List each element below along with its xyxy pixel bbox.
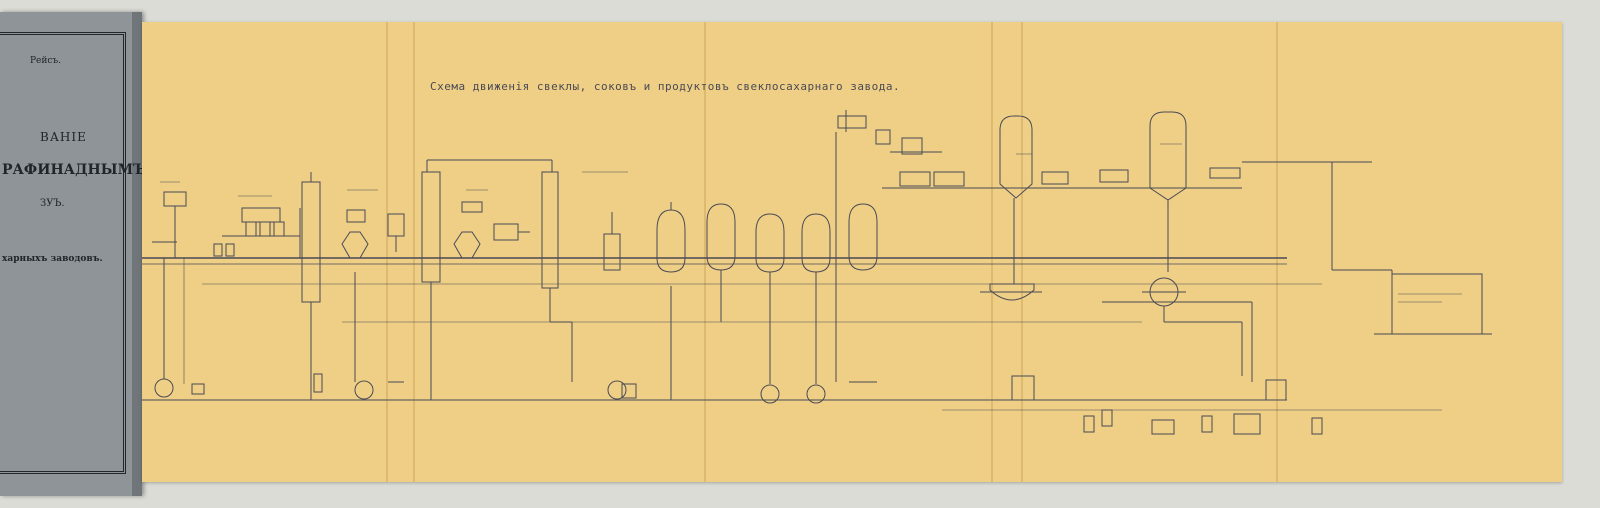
pump-box-left (191, 383, 205, 395)
factory-flow-diagram (142, 22, 1492, 482)
pump-left-1 (154, 258, 174, 398)
tank-mid-2 (933, 171, 965, 187)
centrifuge-group (1011, 375, 1323, 435)
book-title-line1: ВАНІЕ (40, 130, 87, 144)
vacuum-pan-2 (1149, 111, 1187, 272)
filter-press-1 (493, 223, 530, 241)
diagram-sheet (142, 22, 1562, 482)
book-title-line3: ЗУЪ. (40, 198, 65, 209)
tank-top-3 (901, 137, 923, 155)
tank-right-3 (1209, 167, 1241, 179)
evaporator-5 (848, 203, 878, 383)
evaporator-3 (755, 213, 785, 404)
tank-top-2 (875, 129, 891, 145)
book-subtitle: харныхъ заводовъ. (2, 254, 103, 264)
diffusion-column-1 (301, 172, 323, 400)
vessel-col-2 (387, 213, 405, 383)
fold-lines (386, 22, 1278, 482)
saturator-column (421, 159, 553, 400)
evaporator-2 (706, 203, 736, 322)
tank-top-1 (837, 115, 867, 129)
diagram-title: Схема движенія свеклы, соковъ и продукто… (430, 80, 901, 93)
book-author: Рейсъ. (30, 56, 62, 66)
sugar-storage (1374, 273, 1492, 335)
filter-2 (603, 212, 637, 400)
evaporator-1 (656, 202, 686, 400)
book-title-line2: РАФИНАДНЫМЪ (2, 162, 147, 178)
label-strokes (160, 143, 1462, 303)
evaporator-4 (801, 213, 831, 404)
vacuum-pan-1 (999, 115, 1033, 284)
tank-right-2 (1099, 169, 1129, 183)
saturator-column-2 (541, 171, 573, 382)
book-spine (132, 12, 142, 496)
tank-right-1 (1041, 171, 1069, 185)
mixer-1 (980, 283, 1042, 301)
mixer-2 (1142, 277, 1243, 376)
cutter-group (213, 207, 301, 258)
calorisator-1 (341, 209, 374, 400)
beet-washer (152, 191, 187, 258)
calorisator-2 (453, 201, 483, 259)
tank-mid-1 (899, 171, 931, 187)
book-cover: Рейсъ. ВАНІЕ РАФИНАДНЫМЪ ЗУЪ. харныхъ за… (0, 12, 146, 496)
cover-frame (0, 32, 126, 474)
